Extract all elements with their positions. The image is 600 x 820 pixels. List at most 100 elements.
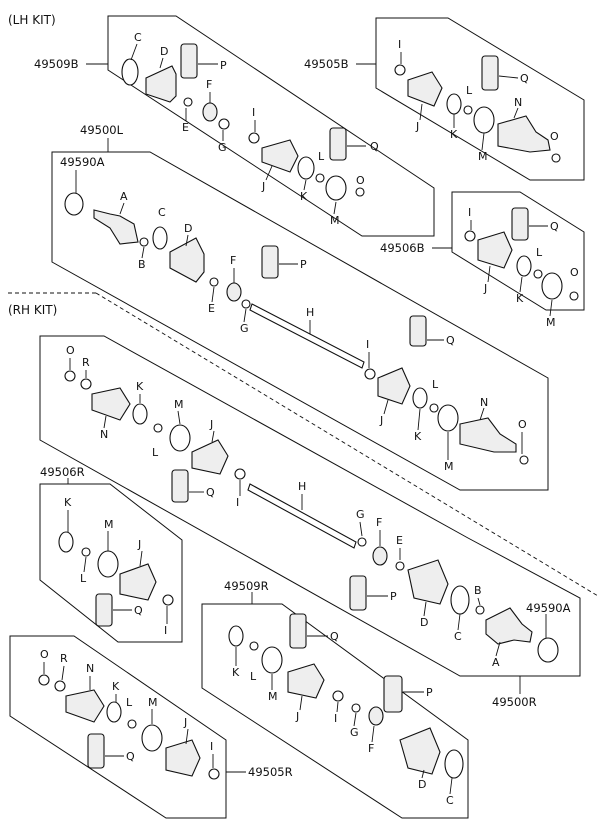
grease-q-6	[95, 593, 113, 627]
boot-j-4	[477, 231, 513, 269]
box-49509R	[201, 603, 469, 819]
clamp-49590A	[64, 192, 84, 216]
clip-l-6	[81, 547, 91, 557]
ring-e-2	[209, 277, 219, 287]
clip-l-7	[249, 641, 259, 651]
callout-n: N	[514, 96, 522, 109]
box-49506B	[451, 191, 585, 311]
grease-p-3	[349, 575, 367, 611]
callout-l-3: L	[432, 378, 439, 391]
grease-q	[329, 127, 347, 161]
clip-i-5	[234, 468, 246, 480]
clamp-c-4	[444, 749, 464, 779]
callout-q-3: Q	[446, 334, 455, 347]
callout-j-3: J	[379, 414, 383, 427]
callout-c-2: C	[158, 206, 166, 219]
clamp-ring-c	[121, 58, 139, 86]
callout-l-4: L	[536, 246, 543, 259]
callout-m-6: M	[104, 518, 114, 531]
callout-q-6: Q	[134, 604, 143, 617]
callout-p-4: P	[426, 686, 433, 699]
boot-j-6	[119, 563, 157, 601]
callout-d-2: D	[184, 222, 192, 235]
callout-g-3: G	[356, 508, 365, 521]
callout-m-7: M	[268, 690, 278, 703]
callout-l-6: L	[80, 572, 87, 585]
clamp-m	[325, 175, 347, 201]
callout-m-2: M	[478, 150, 488, 163]
boot-d-3	[407, 559, 449, 605]
callout-i-8: I	[210, 740, 213, 753]
boot-d	[145, 65, 177, 103]
lh-kit-label: (LH KIT)	[8, 13, 56, 27]
callout-j-4: J	[483, 282, 487, 295]
callout-l-5: L	[152, 446, 159, 459]
callout-i-7: I	[334, 712, 337, 725]
asm-49506R-label: 49506R	[40, 465, 85, 479]
boot-j	[261, 139, 299, 173]
clamp-m-4	[541, 272, 563, 300]
callout-d: D	[160, 45, 168, 58]
grease-p-2	[261, 245, 279, 279]
clip-l-8	[127, 719, 137, 729]
ring-o	[355, 187, 365, 197]
shaft-h	[249, 303, 365, 369]
clip-l-3	[429, 403, 439, 413]
callout-p-2: P	[300, 258, 307, 271]
callout-i: I	[252, 106, 255, 119]
grease-q-4	[511, 207, 529, 241]
box-49505R	[9, 635, 227, 819]
callout-j-6: J	[137, 538, 141, 551]
cv-joint-a-2	[485, 607, 533, 645]
clamp-k	[297, 156, 315, 180]
ring-g-3	[357, 537, 367, 547]
shaft-h-2	[247, 483, 357, 549]
grease-q-3	[409, 315, 427, 347]
grease-p-4	[383, 675, 403, 713]
callout-c: C	[134, 31, 142, 44]
bearing-f-2	[226, 282, 242, 302]
callout-d-4: D	[418, 778, 426, 791]
box-49505B	[375, 17, 585, 181]
callout-f-3: F	[376, 516, 382, 529]
callout-k-7: K	[232, 666, 240, 679]
callout-k-2: K	[450, 128, 458, 141]
callout-m-4: M	[546, 316, 556, 329]
ring-o-4	[569, 291, 579, 301]
asm-49509B-label: 49509B	[34, 57, 79, 71]
clamp-k-8	[106, 701, 122, 723]
bearing-f-3	[372, 546, 388, 566]
housing-n-4	[65, 689, 105, 723]
grease-q-7	[289, 613, 307, 649]
clamp-c-2	[152, 226, 168, 250]
boot-j-2	[407, 71, 443, 107]
clip-l	[315, 173, 325, 183]
clip-i-2	[394, 64, 406, 76]
clamp-k-6	[58, 531, 74, 553]
callout-o-4: O	[570, 266, 579, 279]
asm-49500L-label: 49500L	[80, 123, 124, 137]
callout-k-3: K	[414, 430, 422, 443]
callout-m-3: M	[444, 460, 454, 473]
grease-q-8	[87, 733, 105, 769]
clamp-m-8	[141, 724, 163, 752]
bearing-f-4	[368, 706, 384, 726]
callout-o-2: O	[550, 130, 559, 143]
callout-l-7: L	[250, 670, 257, 683]
clamp-m-3	[437, 404, 459, 432]
callout-g-4: G	[350, 726, 359, 739]
callout-q-7: Q	[330, 630, 339, 643]
asm-49500R-label: 49500R	[492, 695, 537, 709]
callout-b: B	[138, 258, 146, 271]
callout-o-3: O	[518, 418, 527, 431]
clip-i-7	[332, 690, 344, 702]
ring-g-2	[241, 299, 251, 309]
box-49500L	[51, 151, 549, 491]
clamp-m-5	[169, 424, 191, 452]
asm-49505R-label: 49505R	[248, 765, 293, 779]
box-49506R	[39, 483, 183, 643]
ring-o-2	[551, 153, 561, 163]
callout-k: K	[300, 190, 308, 203]
